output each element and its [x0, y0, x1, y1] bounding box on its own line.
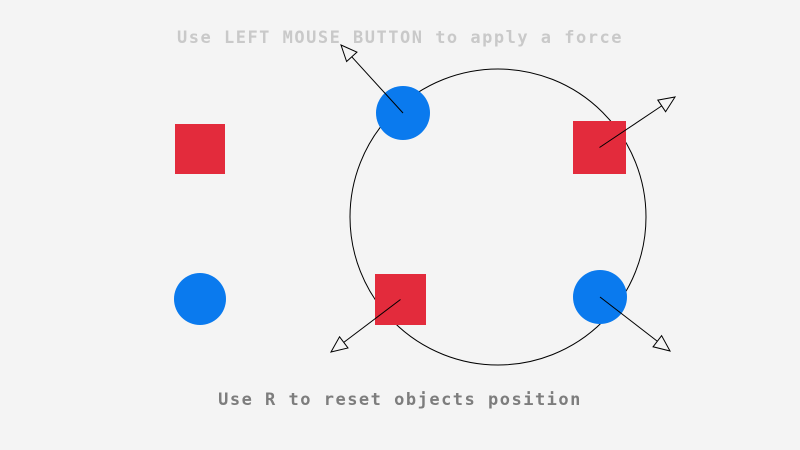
force-arrow-shaft: [599, 296, 658, 342]
hint-reset-objects: Use R to reset objects position: [218, 390, 582, 410]
force-arrow-shaft: [343, 299, 401, 343]
free-square-top-left[interactable]: [175, 124, 225, 174]
force-arrow-icon: [330, 299, 401, 353]
force-arrow-shaft: [599, 105, 662, 148]
force-arrow-shaft: [351, 56, 404, 114]
force-arrow-icon: [340, 44, 404, 114]
force-arrow-head: [652, 334, 671, 352]
force-arrow-head: [340, 44, 358, 63]
force-arrow-layer: [330, 44, 677, 353]
free-circle-bottom-left[interactable]: [174, 273, 226, 325]
force-arrow-icon: [599, 296, 671, 352]
force-arrow-head: [330, 335, 349, 353]
orbit-constraint-circle: [349, 68, 647, 366]
force-arrow-head: [656, 96, 677, 113]
hint-apply-force: Use LEFT MOUSE BUTTON to apply a force: [177, 28, 623, 48]
force-arrow-icon: [599, 96, 677, 148]
